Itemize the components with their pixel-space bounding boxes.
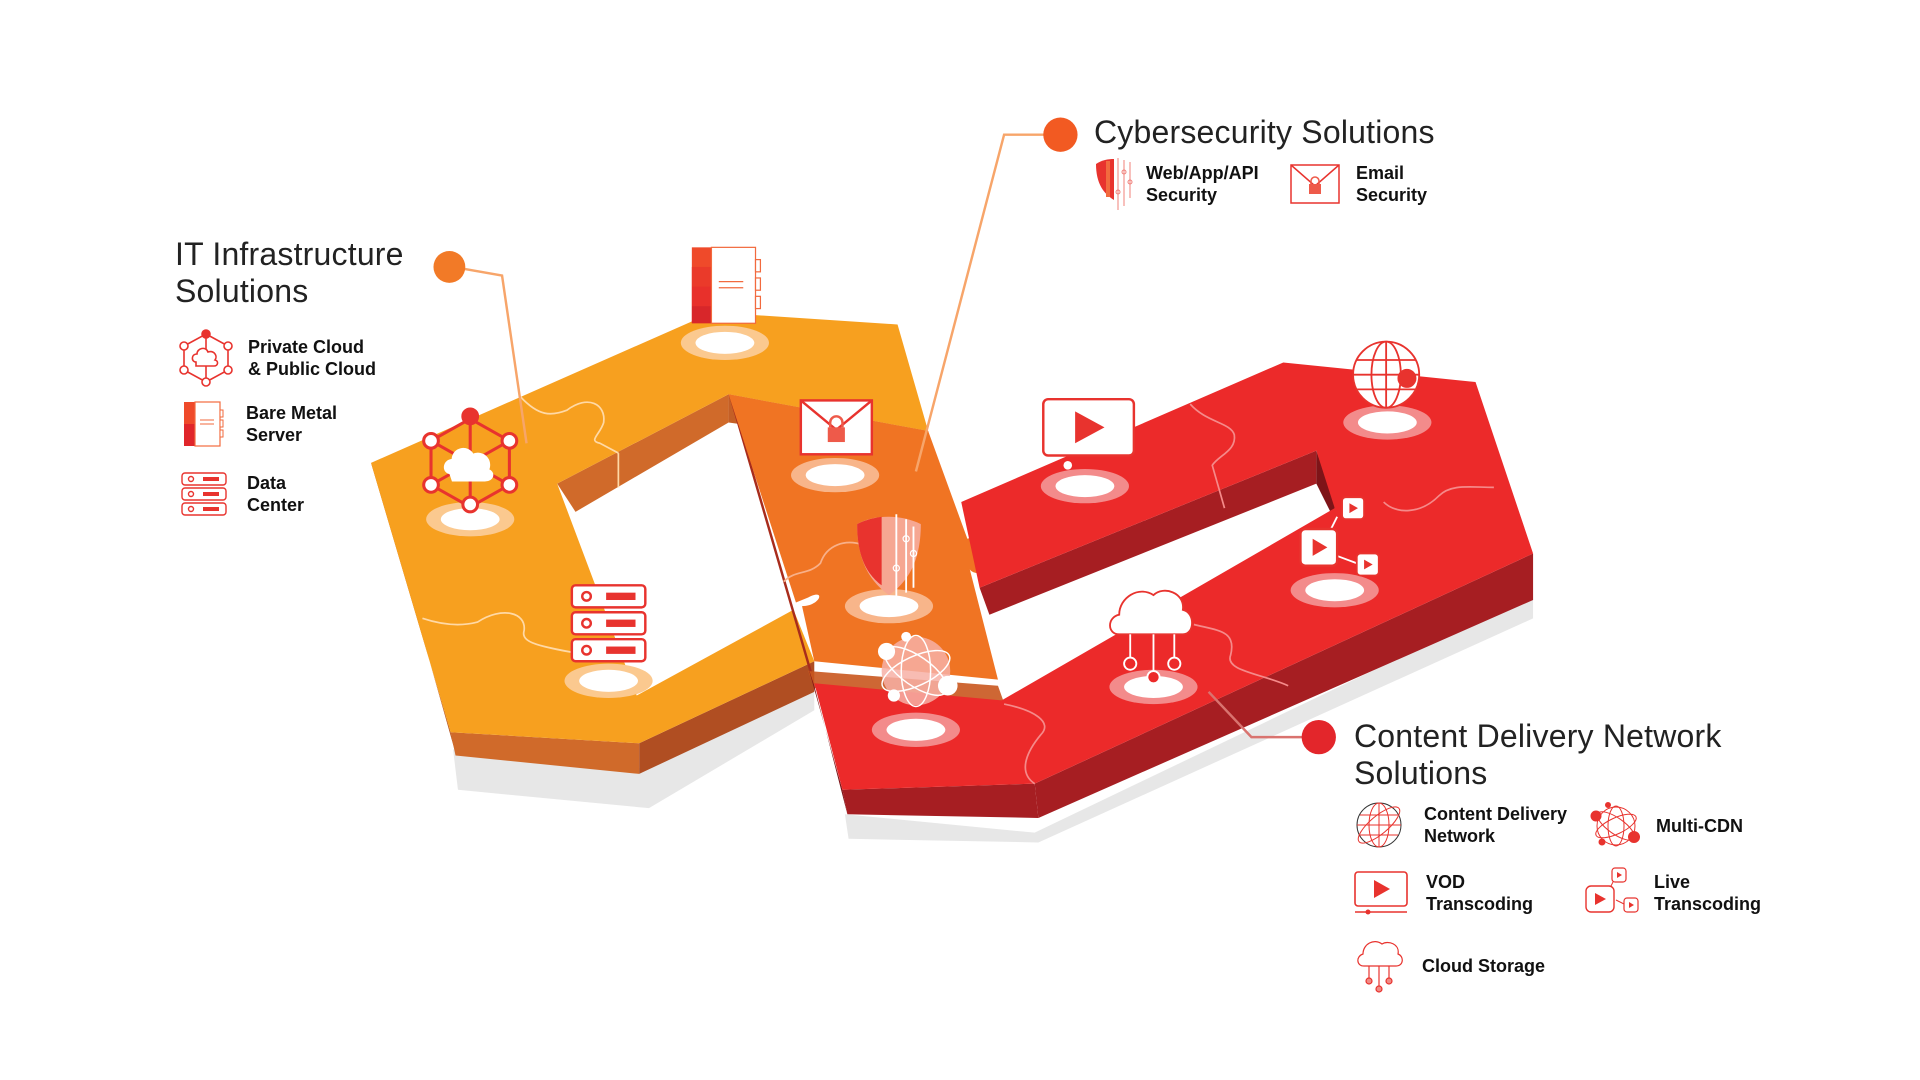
it-section-title: IT Infrastructure Solutions — [175, 236, 404, 309]
shield-icon — [1096, 158, 1133, 210]
email-lock-icon — [799, 399, 874, 456]
orange-side-front — [450, 732, 640, 774]
live-transcoding-icon — [1585, 867, 1639, 913]
it-item-data-center: Data Center — [181, 471, 304, 517]
cyber-side — [728, 394, 815, 680]
it-item-label: Data Center — [247, 473, 305, 515]
it-item-label: Private Cloud & Public Cloud — [248, 337, 376, 379]
bare-metal-server-icon — [691, 246, 762, 324]
pedestals — [426, 325, 1432, 747]
bare-metal-server-icon — [184, 401, 224, 447]
cloud-storage-icon — [1357, 941, 1403, 993]
data-center-icon — [570, 584, 647, 663]
cdn-item-vod-transcoding: VOD Transcoding — [1354, 870, 1533, 916]
orange-top-face — [371, 312, 929, 744]
cdn-item-label: Multi-CDN — [1656, 816, 1743, 836]
cyber-section-title: Cybersecurity Solutions — [1094, 114, 1435, 150]
it-dot — [433, 251, 466, 283]
live-transcoding-icon — [1299, 496, 1380, 577]
pedestal — [680, 325, 769, 361]
cdn-dot — [1301, 720, 1336, 755]
shield-icon — [857, 514, 921, 601]
pedestal — [1109, 669, 1198, 705]
cdn-item-label: Content Delivery Network — [1424, 804, 1568, 846]
globe-icon — [1356, 802, 1402, 848]
red-side-front — [842, 783, 1039, 818]
cyber-item-label: Web/App/API Security — [1146, 163, 1259, 205]
red-side-right — [1034, 553, 1534, 818]
pedestal — [791, 457, 880, 493]
cyber-item-label: Email Security — [1356, 163, 1428, 205]
multi-cdn-icon — [1590, 802, 1640, 847]
cyber-item-web-app-api-security: Web/App/API Security — [1094, 158, 1259, 210]
it-leader — [433, 251, 528, 444]
red-inner-wall — [979, 450, 1317, 615]
it-item-private-public-cloud: Private Cloud & Public Cloud — [178, 328, 376, 388]
red-top-face — [814, 362, 1534, 790]
globe-icon — [1352, 340, 1421, 409]
cdn-item-multi-cdn: Multi-CDN — [1588, 800, 1743, 852]
cdn-item-label: Live Transcoding — [1654, 872, 1762, 914]
vod-play-icon — [1042, 397, 1136, 470]
pedestal — [1040, 468, 1129, 504]
it-item-bare-metal-server: Bare Metal Server — [184, 400, 337, 448]
cdn-item-content-delivery-network: Content Delivery Network — [1354, 800, 1567, 850]
pedestal — [871, 712, 961, 747]
vod-play-icon — [1354, 871, 1408, 915]
pedestal — [564, 663, 653, 698]
cloud-network-icon — [179, 329, 233, 387]
puzzle-shadow — [453, 593, 1534, 843]
data-center-icon — [181, 472, 227, 516]
red-inner-wall-2 — [1316, 450, 1335, 521]
pedestal — [1343, 405, 1432, 440]
orange-inner-wall — [557, 394, 729, 512]
cdn-item-live-transcoding: Live Transcoding — [1584, 866, 1761, 920]
email-lock-icon — [1290, 164, 1340, 204]
cdn-item-cloud-storage: Cloud Storage — [1354, 938, 1545, 994]
cyber-item-email-security: Email Security — [1290, 162, 1427, 206]
pedestal — [1290, 573, 1379, 608]
orange-side-right — [639, 661, 815, 774]
cdn-puzzle — [808, 362, 1534, 818]
cloud-network-icon — [422, 407, 519, 514]
it-item-label: Bare Metal Server — [246, 403, 338, 445]
multi-cdn-icon — [877, 631, 958, 708]
cdn-section-title: Content Delivery Network Solutions — [1354, 718, 1722, 791]
pedestal — [426, 502, 515, 537]
cyber-dot — [1043, 117, 1078, 152]
cdn-item-label: Cloud Storage — [1422, 956, 1546, 976]
cyber-leader — [914, 117, 1078, 472]
cdn-leader — [1207, 691, 1336, 755]
cloud-storage-icon — [1109, 589, 1193, 685]
pedestal — [844, 588, 934, 624]
cdn-item-label: VOD Transcoding — [1426, 872, 1534, 914]
